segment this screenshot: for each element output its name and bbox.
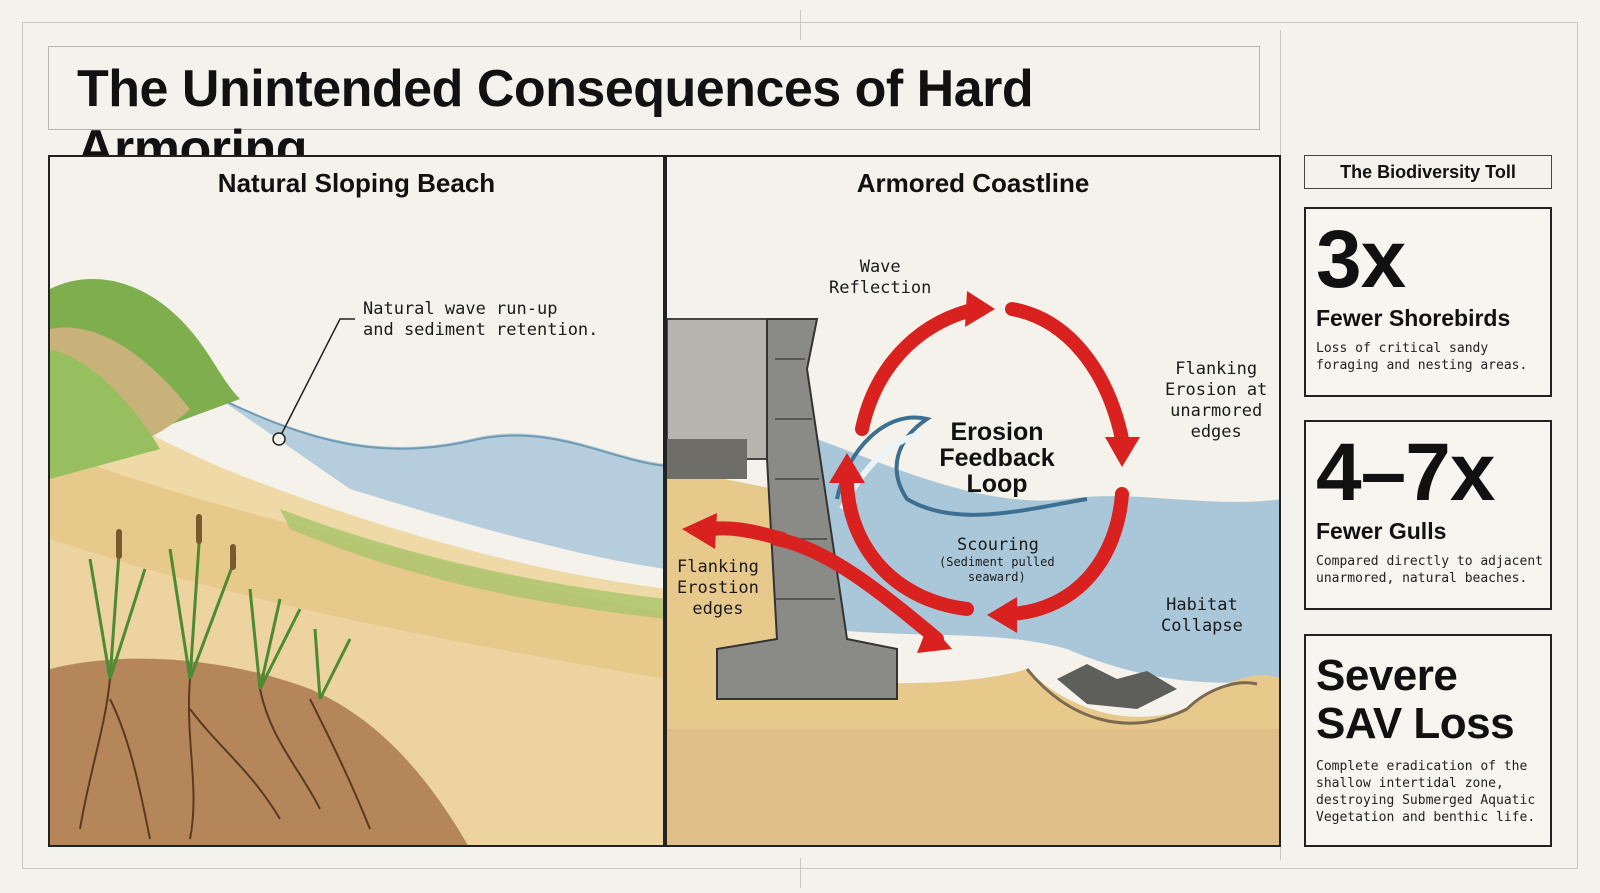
guide-line-mid2 (800, 858, 801, 888)
natural-callout-text: Natural wave run-up and sediment retenti… (363, 299, 599, 340)
habitat-collapse-label: Habitat Collapse (1161, 595, 1243, 636)
sidebar-heading: The Biodiversity Toll (1304, 155, 1552, 189)
stat-card-gulls: 4–7x Fewer Gulls Compared directly to ad… (1304, 420, 1552, 610)
guide-line-mid (800, 10, 801, 40)
stat-value: 4–7x (1316, 427, 1495, 518)
stat-label: Fewer Shorebirds (1316, 305, 1511, 331)
natural-beach-illustration (50, 209, 663, 845)
stat-card-sav: Severe SAV Loss Complete eradication of … (1304, 634, 1552, 847)
scouring-label: Scouring (957, 535, 1039, 555)
erosion-loop-label: Erosion Feedback Loop (939, 418, 1055, 498)
scouring-note: (Sediment pulled seaward) (939, 555, 1055, 584)
armored-coast-panel: Armored Coastline (665, 155, 1281, 847)
flanking-left-label: Flanking Erostion edges (677, 557, 759, 619)
natural-beach-heading: Natural Sloping Beach (50, 157, 663, 210)
armored-coast-heading: Armored Coastline (667, 157, 1279, 210)
page-title: The Unintended Consequences of Hard Armo… (77, 60, 1034, 178)
stat-card-shorebirds: 3x Fewer Shorebirds Loss of critical san… (1304, 207, 1552, 397)
stat-description: Complete eradication of the shallow inte… (1316, 759, 1536, 825)
guide-line-left (22, 22, 23, 868)
wave-reflection-label: Wave Reflection (829, 257, 932, 298)
natural-beach-panel: Natural Sloping Beach (48, 155, 665, 847)
stat-description: Loss of critical sandy foraging and nest… (1316, 341, 1528, 373)
armored-coast-illustration (667, 209, 1279, 845)
stat-label: Fewer Gulls (1316, 518, 1447, 544)
flanking-right-label: Flanking Erosion at unarmored edges (1165, 359, 1268, 442)
guide-line-right (1577, 22, 1578, 868)
stat-value: 3x (1316, 214, 1406, 305)
stat-value: Severe SAV Loss (1316, 651, 1515, 748)
title-box: The Unintended Consequences of Hard Armo… (48, 46, 1260, 178)
stat-description: Compared directly to adjacent unarmored,… (1316, 554, 1543, 586)
